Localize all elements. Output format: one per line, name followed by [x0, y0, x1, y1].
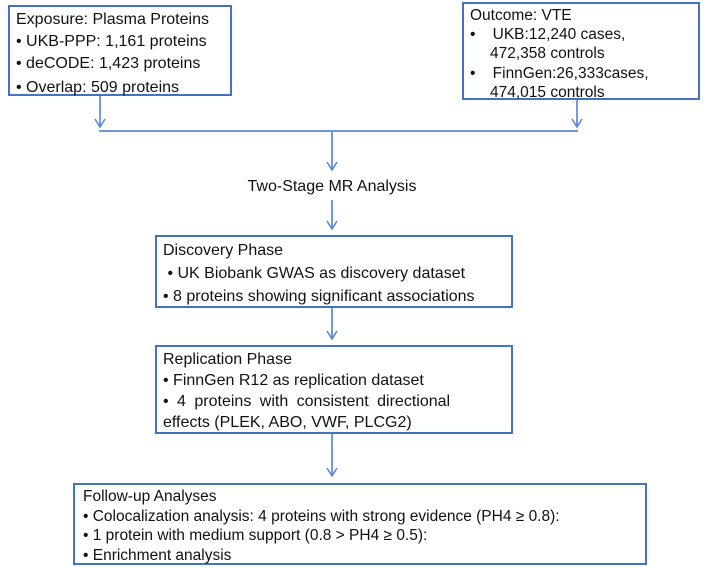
- exposure-bullet: • UKB-PPP: 1,161 proteins: [16, 33, 207, 50]
- replication-bullet: • 4 proteins with consistent directional: [163, 393, 451, 410]
- discovery-bullet: • 8 proteins showing significant associa…: [163, 288, 475, 305]
- outcome-bullet-cont: 472,358 controls: [490, 45, 605, 63]
- exposure-title: Exposure: Plasma Proteins: [16, 11, 209, 28]
- followup-bullet: • Enrichment analysis: [83, 546, 232, 564]
- replication-bullet-cont: effects (PLEK, ABO, VWF, PLCG2): [163, 414, 412, 431]
- outcome-title: Outcome: VTE: [470, 7, 572, 24]
- outcome-bullet: • FinnGen:26,333cases,: [470, 64, 649, 82]
- replication-bullet: • FinnGen R12 as replication dataset: [163, 372, 424, 389]
- outcome-bullet: • UKB:12,240 cases,: [470, 26, 626, 44]
- exposure-bullet: • Overlap: 509 proteins: [16, 79, 180, 96]
- discovery-bullet: • UK Biobank GWAS as discovery dataset: [163, 265, 466, 282]
- replication-title: Replication Phase: [163, 351, 292, 368]
- discovery-box: Discovery Phase • UK Biobank GWAS as dis…: [155, 235, 513, 308]
- discovery-title: Discovery Phase: [163, 242, 284, 259]
- exposure-box: Exposure: Plasma Proteins • UKB-PPP: 1,1…: [8, 5, 232, 96]
- exposure-bullet: • deCODE: 1,423 proteins: [16, 55, 201, 72]
- followup-box: Follow-up Analyses • Colocalization anal…: [73, 483, 647, 565]
- followup-bullet: • 1 protein with medium support (0.8 > P…: [83, 527, 428, 545]
- two-stage-mr-label: Two-Stage MR Analysis: [247, 178, 417, 195]
- followup-title: Follow-up Analyses: [83, 488, 217, 505]
- outcome-bullet-cont: 474,015 controls: [490, 83, 605, 101]
- replication-box: Replication Phase • FinnGen R12 as repli…: [155, 345, 513, 434]
- followup-bullet: • Colocalization analysis: 4 proteins wi…: [83, 507, 560, 525]
- outcome-box: Outcome: VTE • UKB:12,240 cases, 472,358…: [462, 2, 700, 101]
